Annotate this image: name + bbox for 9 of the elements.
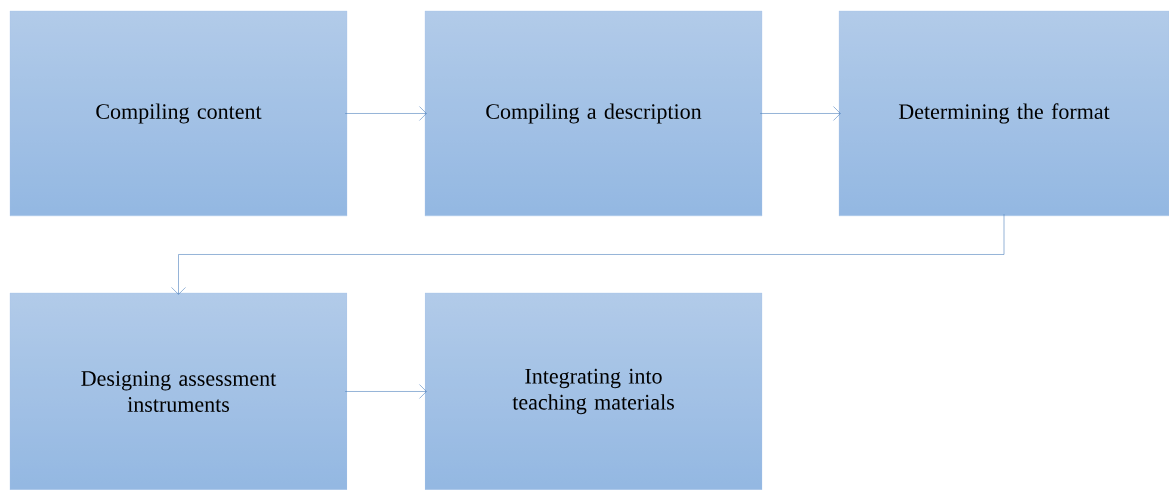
process-box: Integrating into teaching materials xyxy=(424,292,763,490)
process-box: Designing assessment instruments xyxy=(9,292,348,490)
process-box: Compiling content xyxy=(9,10,348,217)
arrow xyxy=(171,213,1005,295)
arrow xyxy=(344,106,427,121)
arrow xyxy=(759,106,841,121)
process-box: Compiling a description xyxy=(424,10,763,217)
process-box: Determining the format xyxy=(838,10,1169,217)
arrow xyxy=(344,384,427,399)
